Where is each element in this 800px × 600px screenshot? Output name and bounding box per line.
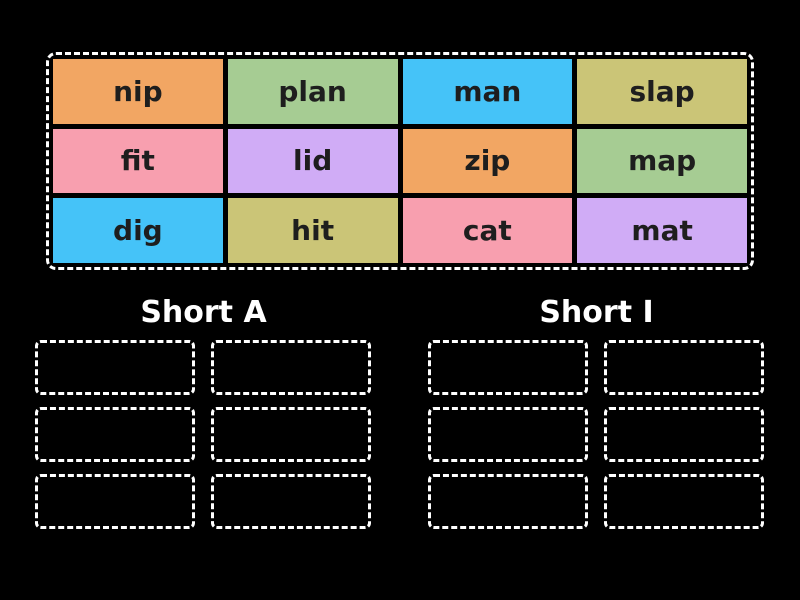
word-tile[interactable]: dig xyxy=(53,198,223,263)
drop-slot[interactable] xyxy=(428,474,588,529)
word-pool: nip plan man slap fit lid zip map dig hi… xyxy=(46,52,754,270)
slot-grid-short-i xyxy=(428,340,765,529)
drop-slot[interactable] xyxy=(604,340,764,395)
word-tile[interactable]: zip xyxy=(402,128,573,194)
drop-slot[interactable] xyxy=(604,407,764,462)
drop-slot[interactable] xyxy=(211,407,371,462)
drop-slot[interactable] xyxy=(604,474,764,529)
word-tile[interactable]: slap xyxy=(577,59,747,124)
drop-slot[interactable] xyxy=(211,474,371,529)
word-tile[interactable]: fit xyxy=(53,128,223,194)
word-tile[interactable]: mat xyxy=(577,198,747,263)
word-tile[interactable]: lid xyxy=(227,128,398,194)
drop-slot[interactable] xyxy=(428,340,588,395)
word-tile[interactable]: hit xyxy=(227,198,398,263)
drop-slot[interactable] xyxy=(211,340,371,395)
drop-slot[interactable] xyxy=(35,340,195,395)
drop-slot[interactable] xyxy=(35,474,195,529)
word-tile[interactable]: plan xyxy=(227,59,398,124)
group-short-i: Short I xyxy=(428,294,765,529)
group-short-a: Short A xyxy=(35,294,372,529)
word-tile[interactable]: nip xyxy=(53,59,223,124)
drop-slot[interactable] xyxy=(35,407,195,462)
group-label-short-i: Short I xyxy=(539,295,654,330)
word-tile[interactable]: map xyxy=(577,128,747,194)
drop-slot[interactable] xyxy=(428,407,588,462)
slot-grid-short-a xyxy=(35,340,372,529)
word-tile[interactable]: cat xyxy=(402,198,573,263)
group-label-short-a: Short A xyxy=(140,295,267,330)
word-tile[interactable]: man xyxy=(402,59,573,124)
